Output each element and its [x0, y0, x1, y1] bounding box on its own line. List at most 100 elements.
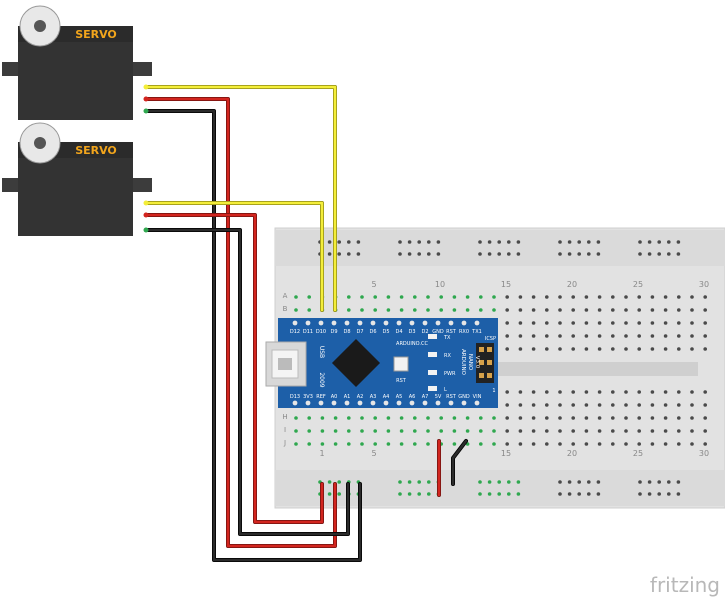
- breadboard-hole: [690, 334, 694, 338]
- header-pin: [383, 320, 389, 326]
- wire-servo2-signal-core: [144, 201, 324, 312]
- row-letter: B: [283, 305, 288, 313]
- breadboard-hole: [452, 416, 457, 420]
- breadboard-hole: [677, 321, 681, 325]
- rail-hole: [497, 480, 502, 484]
- breadboard-hole: [426, 429, 430, 433]
- rail-hole: [497, 252, 502, 256]
- breadboard-hole: [597, 321, 602, 325]
- breadboard-hole: [399, 442, 404, 446]
- pin-label: GND: [432, 329, 444, 335]
- breadboard-hole: [333, 442, 338, 446]
- header-pin: [331, 320, 337, 326]
- rail-hole: [567, 252, 572, 256]
- rail-hole: [577, 252, 581, 256]
- pin-label: D11: [303, 329, 313, 335]
- breadboard-hole: [386, 295, 391, 299]
- breadboard-hole: [597, 295, 602, 299]
- breadboard-hole: [650, 416, 655, 420]
- rail-hole: [567, 480, 572, 484]
- breadboard-hole: [531, 403, 536, 407]
- breadboard-hole: [492, 308, 496, 312]
- wire-end: [143, 84, 149, 90]
- breadboard-hole: [452, 429, 457, 433]
- header-pin: [435, 320, 441, 326]
- servo-2: SERVO: [2, 122, 152, 236]
- col-number: 10: [435, 280, 445, 289]
- breadboard-hole: [703, 321, 707, 325]
- breadboard-hole: [479, 295, 483, 299]
- breadboard-hole: [360, 416, 364, 420]
- wire-gnd-rail-core: [451, 439, 468, 486]
- breadboard-hole: [597, 442, 602, 446]
- breadboard-hole: [531, 321, 536, 325]
- breadboard-hole: [452, 295, 457, 299]
- breadboard-hole: [571, 334, 575, 338]
- breadboard-hole: [439, 429, 444, 433]
- rail-hole: [567, 240, 572, 244]
- breadboard-hole: [571, 403, 575, 407]
- breadboard-hole: [690, 308, 694, 312]
- breadboard-hole: [518, 403, 523, 407]
- rail-hole: [398, 240, 402, 244]
- rail-hole: [487, 240, 492, 244]
- breadboard-hole: [663, 442, 668, 446]
- breadboard-hole: [545, 321, 549, 325]
- breadboard-hole: [650, 403, 655, 407]
- pin-label: D7: [356, 329, 363, 335]
- breadboard-hole: [505, 321, 510, 325]
- wire-servo2-power-core: [144, 213, 324, 524]
- rail-hole: [478, 480, 482, 484]
- wire-end: [143, 200, 149, 206]
- rail-hole: [596, 480, 601, 484]
- pin-label: TX1: [471, 329, 482, 335]
- breadboard-hole: [637, 403, 641, 407]
- breadboard-hole: [624, 321, 628, 325]
- pin-label: A7: [422, 394, 429, 400]
- breadboard-hole: [637, 442, 641, 446]
- breadboard-hole: [518, 347, 523, 351]
- rail-hole: [497, 240, 502, 244]
- icsp-pin: [479, 347, 484, 352]
- breadboard-hole: [663, 403, 668, 407]
- microcontroller: [331, 338, 381, 388]
- header-pin: [448, 400, 454, 406]
- rail-hole: [558, 480, 562, 484]
- breadboard-hole: [531, 416, 536, 420]
- servo-horn-hub: [34, 20, 46, 32]
- col-number: 25: [633, 449, 643, 458]
- rail-hole: [577, 240, 581, 244]
- breadboard-bottom-rail: [275, 470, 725, 506]
- wire-servo2-ground-core: [144, 228, 350, 536]
- breadboard-hole: [465, 295, 470, 299]
- breadboard-hole: [690, 416, 694, 420]
- breadboard-hole: [413, 295, 417, 299]
- led-label-rx: RX: [444, 353, 451, 359]
- breadboard-hole: [663, 429, 668, 433]
- breadboard-hole: [413, 308, 417, 312]
- breadboard-hole: [624, 347, 628, 351]
- breadboard-hole: [558, 416, 562, 420]
- rail-hole: [676, 252, 681, 256]
- header-pin: [409, 400, 415, 406]
- icsp-pin-one: 1: [492, 388, 495, 394]
- rail-hole: [638, 240, 642, 244]
- breadboard-hole: [558, 403, 562, 407]
- breadboard-hole: [571, 442, 575, 446]
- rail-hole: [487, 252, 492, 256]
- breadboard-hole: [360, 442, 364, 446]
- breadboard-hole: [624, 295, 628, 299]
- pin-label: D4: [395, 329, 402, 335]
- rail-hole: [596, 492, 601, 496]
- header-pin: [396, 320, 402, 326]
- breadboard-hole: [518, 295, 523, 299]
- header-pin: [474, 320, 480, 326]
- breadboard-hole: [505, 403, 510, 407]
- pin-label: D8: [343, 329, 350, 335]
- breadboard-hole: [360, 429, 364, 433]
- pin-label: D9: [330, 329, 337, 335]
- col-number: 5: [371, 280, 376, 289]
- breadboard-hole: [584, 390, 589, 394]
- breadboard-hole: [597, 334, 602, 338]
